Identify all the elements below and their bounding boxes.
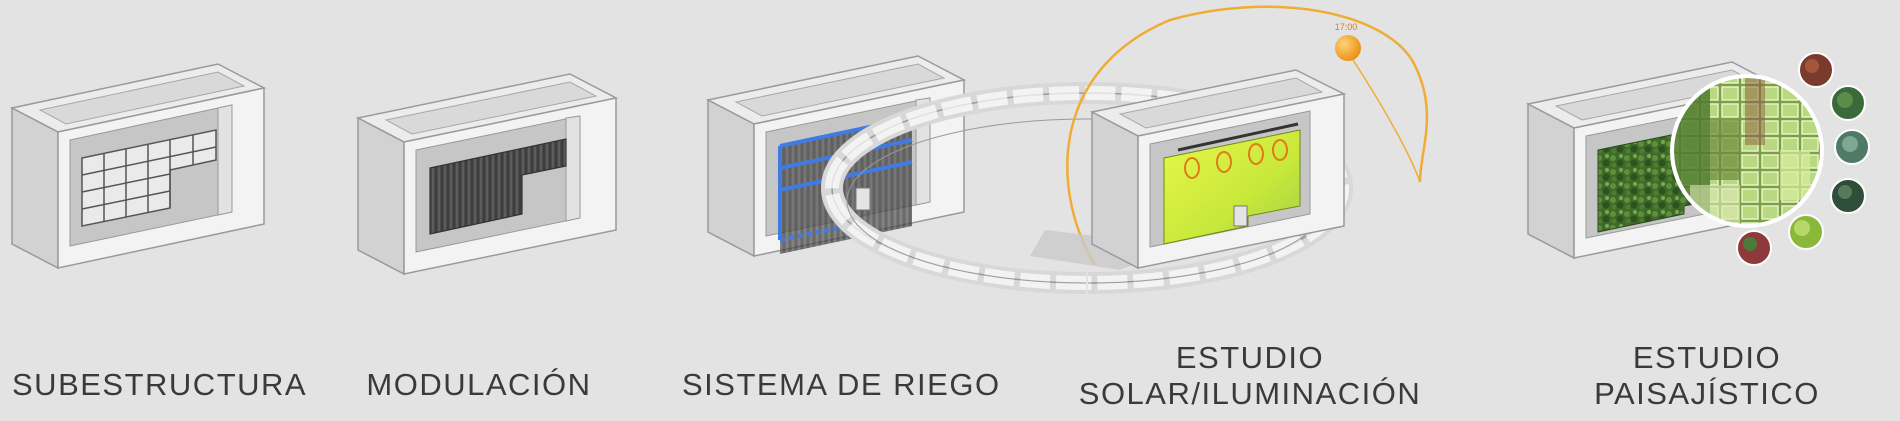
- step-label-sistema-riego: SISTEMA DE RIEGO: [682, 367, 1001, 403]
- step-label-line: ESTUDIO: [1632, 340, 1782, 375]
- step-label-estudio-paisajistico: ESTUDIO PAISAJÍSTICO: [1582, 340, 1832, 411]
- building-subestructura: [9, 63, 267, 270]
- building-estudio-solar: 17:00: [821, 5, 1429, 294]
- step-label-line: SUBESTRUCTURA: [12, 367, 308, 402]
- light-fixtures: [1184, 139, 1288, 179]
- step-label-line: ESTUDIO: [1175, 340, 1325, 375]
- step-label-modulacion: MODULACIÓN: [348, 367, 610, 403]
- step-label-line: SOLAR/ILUMINACIÓN: [1078, 375, 1422, 411]
- step-label-estudio-solar: ESTUDIO SOLAR/ILUMINACIÓN: [1070, 340, 1430, 411]
- light-study-surface: [1163, 129, 1301, 245]
- step-label-line: PAISAJÍSTICO: [1594, 375, 1820, 411]
- sun-icon: [1335, 35, 1361, 61]
- substructure-grid: [81, 129, 217, 227]
- building-estudio-paisajistico: [1525, 52, 1870, 266]
- plant-species-icons: [1736, 52, 1870, 266]
- access-door: [855, 187, 871, 211]
- light-rail: [1177, 122, 1299, 152]
- step-label-subestructura: SUBESTRUCTURA: [12, 367, 308, 403]
- planting-plan-magnifier: [1670, 74, 1824, 228]
- step-label-line: SISTEMA DE RIEGO: [682, 367, 1001, 402]
- step-label-line: MODULACIÓN: [366, 367, 592, 402]
- modular-panels: [429, 138, 567, 235]
- building-modulacion: [355, 73, 619, 276]
- sun-path-arc: [1066, 5, 1429, 266]
- sun-time-label: 17:00: [1335, 22, 1358, 32]
